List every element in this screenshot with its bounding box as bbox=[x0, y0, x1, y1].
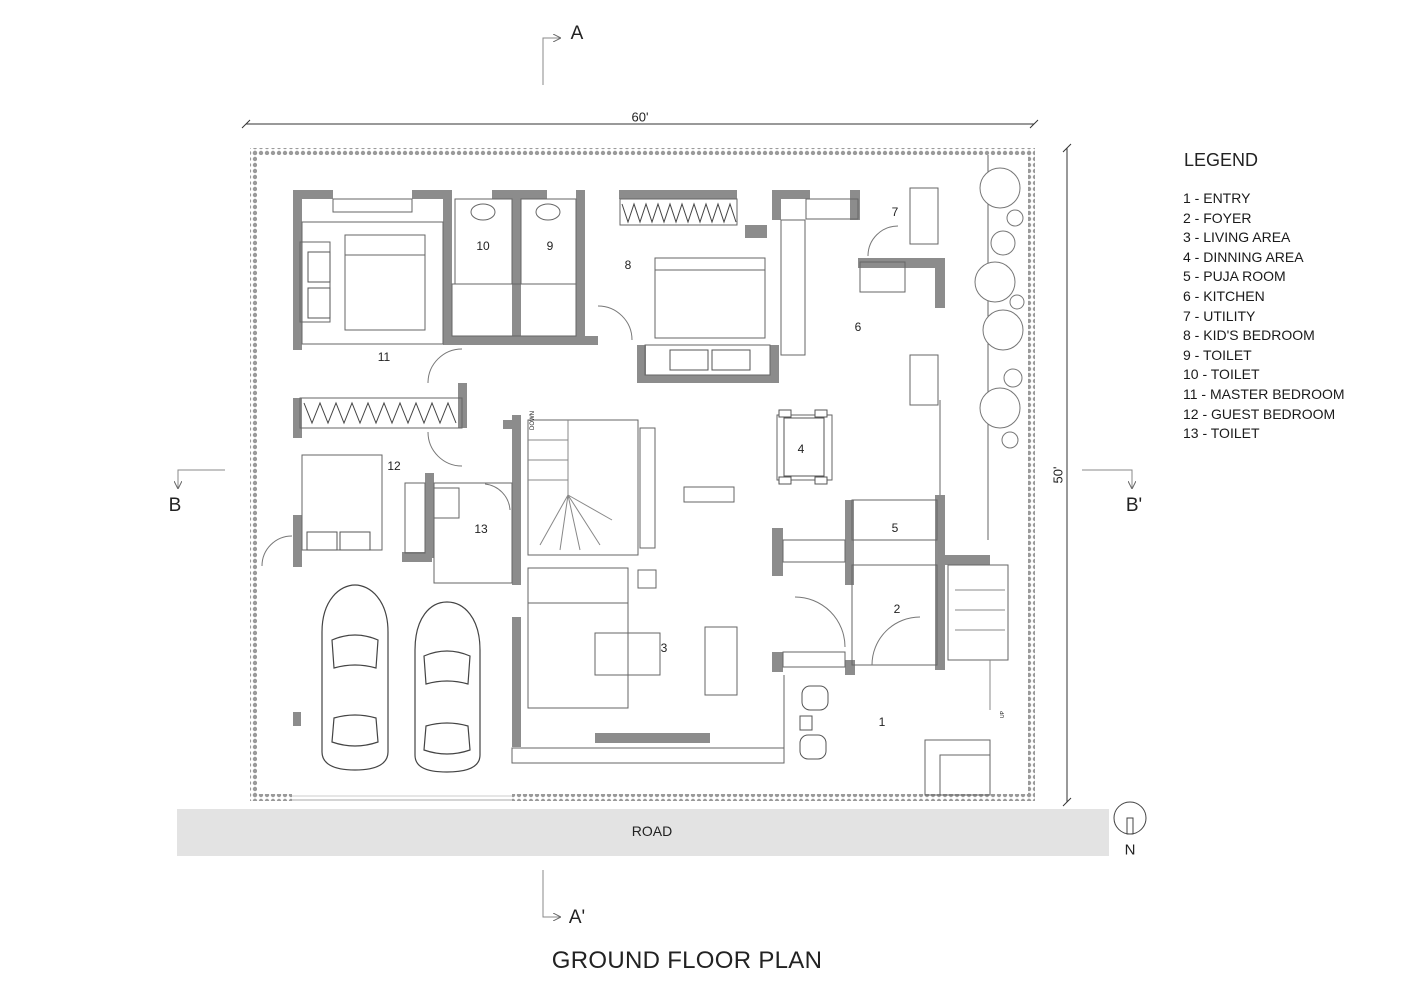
legend-item: 8 - KID'S BEDROOM bbox=[1183, 327, 1315, 344]
plot-boundary bbox=[250, 148, 1035, 801]
car-right bbox=[414, 601, 481, 773]
door-swings bbox=[261, 225, 921, 666]
legend-list: 1 - ENTRY 2 - FOYER 3 - LIVING AREA 4 - … bbox=[1183, 189, 1345, 444]
room-number-1: 1 bbox=[878, 715, 886, 729]
dimension-line-width bbox=[241, 119, 1039, 129]
north-arrow-icon bbox=[1113, 801, 1147, 835]
section-marker-b-left bbox=[178, 469, 225, 488]
legend-item: 4 - DINNING AREA bbox=[1183, 248, 1304, 265]
staircase bbox=[528, 420, 1005, 710]
car-left bbox=[321, 584, 389, 771]
room-number-11: 11 bbox=[377, 350, 391, 364]
room-number-6: 6 bbox=[854, 320, 862, 334]
width-dimension-label: 60' bbox=[631, 109, 649, 125]
section-marker-a-bottom bbox=[542, 870, 560, 917]
entry-chairs bbox=[799, 685, 829, 760]
legend-item: 1 - ENTRY bbox=[1183, 190, 1251, 206]
wardrobe-hatching bbox=[303, 202, 737, 425]
legend-item: 7 - UTILITY bbox=[1183, 307, 1256, 324]
room-number-10: 10 bbox=[476, 239, 490, 253]
legend-item: 13 - TOILET bbox=[1183, 425, 1260, 442]
room-number-9: 9 bbox=[546, 239, 554, 253]
plan-title: GROUND FLOOR PLAN bbox=[551, 947, 823, 974]
legend-item: 9 - TOILET bbox=[1183, 346, 1252, 363]
section-marker-b-right bbox=[1082, 469, 1132, 488]
stair-down-label: DOWN bbox=[530, 411, 536, 430]
legend-title: LEGEND bbox=[1184, 150, 1259, 170]
room-number-7: 7 bbox=[891, 205, 899, 219]
walls bbox=[293, 190, 990, 747]
room-number-13: 13 bbox=[474, 522, 488, 536]
depth-dimension-label: 50' bbox=[1050, 466, 1066, 484]
interior-lines bbox=[299, 155, 1009, 796]
legend-item: 6 - KITCHEN bbox=[1183, 287, 1265, 304]
section-label-a-bottom: A' bbox=[568, 907, 586, 928]
north-label: N bbox=[1124, 841, 1136, 859]
dining-set bbox=[778, 409, 828, 485]
section-label-b-right: B' bbox=[1125, 495, 1143, 516]
room-number-3: 3 bbox=[660, 641, 668, 655]
legend-item: 12 - GUEST BEDROOM bbox=[1183, 405, 1336, 422]
road bbox=[177, 809, 1109, 856]
road-label: ROAD bbox=[631, 823, 673, 839]
room-number-5: 5 bbox=[891, 521, 899, 535]
landscape-trees bbox=[974, 167, 1025, 449]
room-number-2: 2 bbox=[893, 602, 901, 616]
room-number-12: 12 bbox=[387, 459, 401, 473]
dimension-line-depth bbox=[1062, 143, 1072, 807]
legend-item: 11 - MASTER BEDROOM bbox=[1183, 385, 1345, 402]
bed-pillows bbox=[306, 251, 751, 551]
legend-item: 10 - TOILET bbox=[1183, 366, 1260, 383]
section-label-b-left: B bbox=[168, 495, 182, 516]
legend-item: 3 - LIVING AREA bbox=[1183, 229, 1291, 246]
section-marker-a-top bbox=[542, 38, 560, 85]
room-number-4: 4 bbox=[797, 442, 805, 456]
room-number-8: 8 bbox=[624, 258, 632, 272]
legend-item: 5 - PUJA ROOM bbox=[1183, 268, 1286, 285]
stair-up-label: UP bbox=[1000, 711, 1006, 718]
legend-item: 2 - FOYER bbox=[1183, 209, 1252, 226]
section-label-a-top: A bbox=[570, 23, 584, 44]
